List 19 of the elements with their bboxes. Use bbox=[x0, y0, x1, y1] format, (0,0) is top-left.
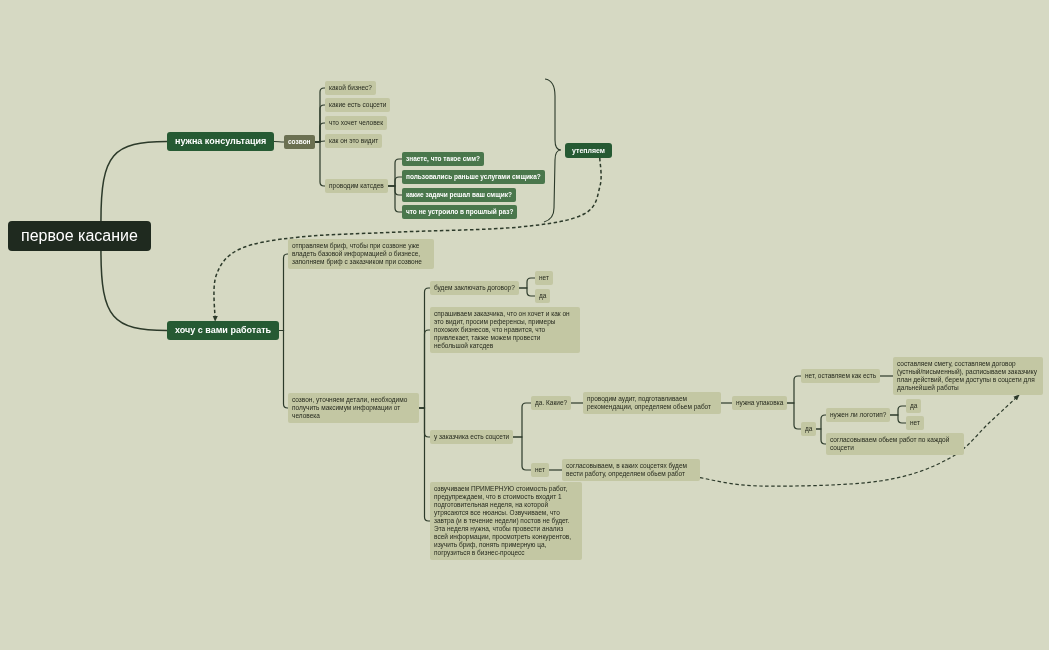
connector-line bbox=[418, 407, 431, 522]
root-topic: первое касание bbox=[8, 221, 151, 251]
connector-line bbox=[879, 375, 894, 377]
connector-line bbox=[786, 402, 802, 430]
connector-line bbox=[100, 140, 168, 222]
dashed-arrow bbox=[212, 157, 602, 322]
connector-line bbox=[387, 185, 403, 213]
connector-line bbox=[815, 428, 827, 445]
main-topic: хочу с вами работать bbox=[167, 321, 280, 340]
connector-line bbox=[518, 287, 536, 297]
dashed-arrow bbox=[699, 394, 1020, 487]
connector-line bbox=[570, 402, 584, 404]
main-topic: нужна консультация bbox=[167, 132, 275, 151]
connector-line bbox=[512, 436, 532, 471]
connector-line bbox=[720, 402, 733, 404]
connector-line bbox=[273, 140, 285, 143]
connector-line bbox=[100, 250, 168, 332]
connector-line bbox=[548, 469, 563, 471]
connector-line bbox=[889, 414, 907, 424]
